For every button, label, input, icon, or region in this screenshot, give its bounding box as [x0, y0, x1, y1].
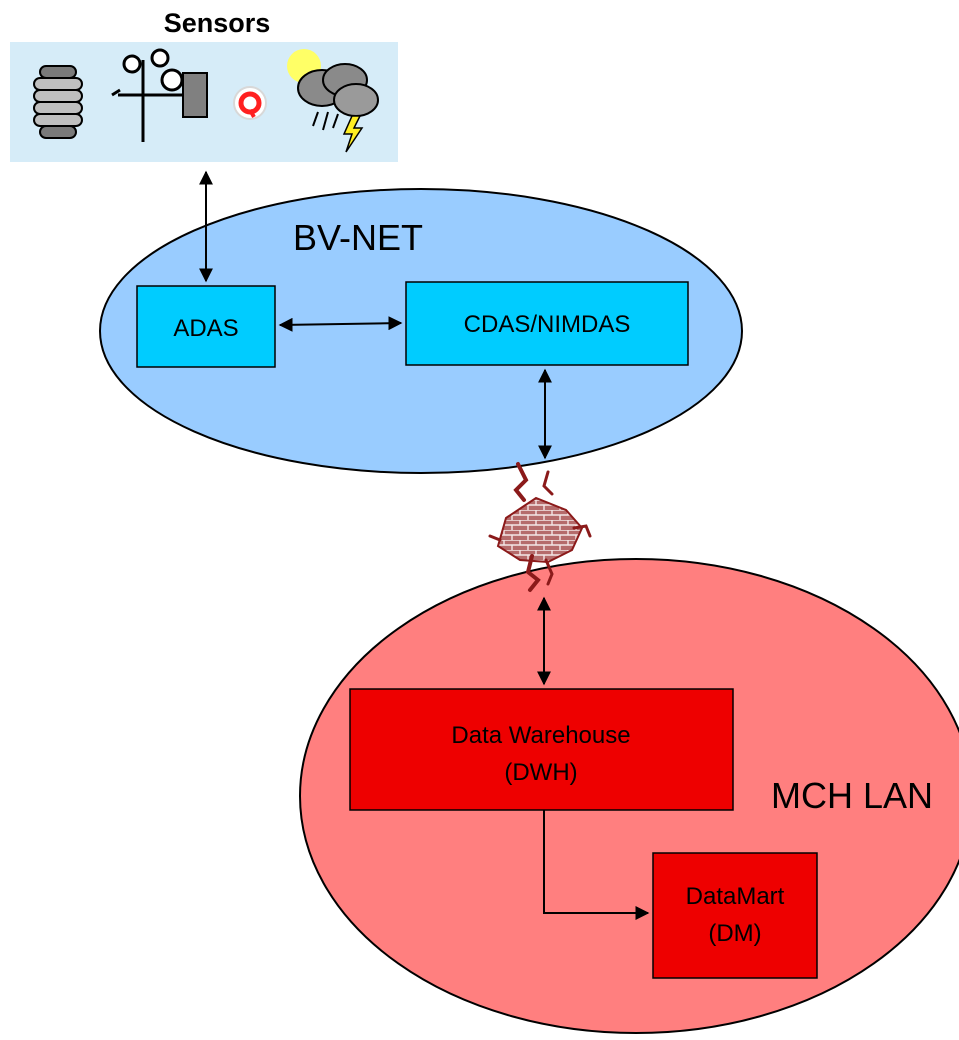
adas-cdas-connector — [278, 316, 403, 332]
firewall-icon — [488, 462, 592, 592]
anemometer-icon — [111, 48, 208, 142]
cdas-label: CDAS/NIMDAS — [464, 311, 631, 338]
weather-cloud-icon — [287, 49, 379, 153]
sensors-panel — [10, 42, 398, 162]
dm-label-line2: (DM) — [708, 920, 761, 947]
dm-label-line1: DataMart — [686, 883, 785, 910]
dm-node: DataMart (DM) — [652, 852, 818, 979]
sunshine-sensor-icon — [233, 86, 267, 120]
dwh-label-line1: Data Warehouse — [451, 722, 630, 749]
adas-label: ADAS — [173, 315, 238, 342]
dwh-node: Data Warehouse (DWH) — [349, 688, 734, 811]
thermometer-screen-icon — [33, 65, 83, 139]
dwh-dm-connector — [543, 810, 650, 920]
mchlan-label: MCH LAN — [771, 775, 933, 816]
dwh-label-line2: (DWH) — [504, 759, 577, 786]
bvnet-label: BV-NET — [293, 217, 423, 258]
adas-node: ADAS — [136, 285, 276, 368]
cdas-node: CDAS/NIMDAS — [405, 281, 689, 366]
sensors-title: Sensors — [164, 8, 271, 38]
